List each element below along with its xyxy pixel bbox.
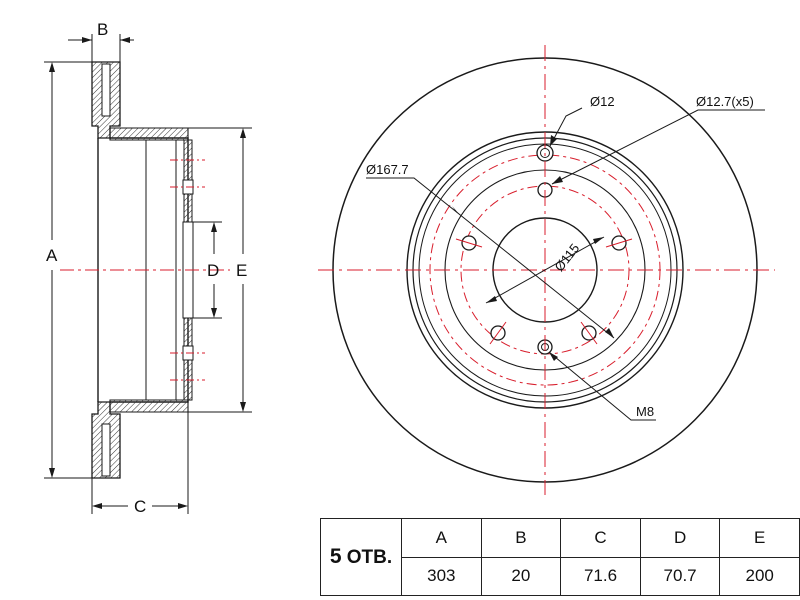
callout-thread: M8 [636,404,654,419]
value-d: 70.7 [639,556,721,596]
front-view: Ø12 Ø12.7(x5) Ø167.7 Ø115 M8 [318,45,775,495]
holes-label: ОТВ. [346,547,393,568]
leader-hub-bore [485,236,605,304]
leader-bolt-holes [551,109,765,185]
bolt-centerline-3 [580,321,598,345]
value-a: 303 [401,556,482,596]
vent-channel-bottom [101,423,111,477]
bolt-centerline-2 [605,238,633,248]
dim-b [68,34,134,62]
dim-b-label: B [97,20,108,39]
value-e: 200 [719,556,800,596]
dim-d [192,221,222,319]
spec-table: 5 ОТВ. A B C D E 303 20 71.6 70.7 200 [320,518,800,596]
leader-pcd [366,177,615,339]
leader-thread [548,351,656,421]
holes-count: 5 [329,545,342,568]
header-d: D [639,518,721,558]
bolt-centerline-4 [489,321,507,345]
header-a: A [401,518,482,558]
header-e: E [719,518,800,558]
dim-e [188,127,252,413]
dim-d-label: D [207,261,219,280]
holes-cell: 5 ОТВ. [320,518,402,596]
spec-table-value-row: 303 20 71.6 70.7 200 [321,556,800,596]
dim-a [44,61,92,479]
dim-e-label: E [236,261,247,280]
header-c: C [560,518,641,558]
side-view: A B C D [44,20,252,516]
value-c: 71.6 [560,556,641,596]
dim-c [91,412,189,514]
hat-flange-top [109,127,189,141]
callout-bolt-holes: Ø12.7(x5) [696,94,754,109]
hat-flange-bottom [109,399,189,413]
header-b: B [480,518,562,558]
bolt-centerline-5 [455,238,483,248]
dim-a-label: A [46,246,58,265]
locating-hole-inner [540,148,550,158]
spec-table-header-row: 5 ОТВ. A B C D E [320,518,800,596]
callout-center-hole: Ø12 [590,94,615,109]
leader-center-hole [549,107,583,147]
value-b: 20 [480,556,562,596]
vent-channel-top [101,63,111,117]
callout-pcd: Ø167.7 [366,162,409,177]
dim-c-label: C [134,497,146,516]
